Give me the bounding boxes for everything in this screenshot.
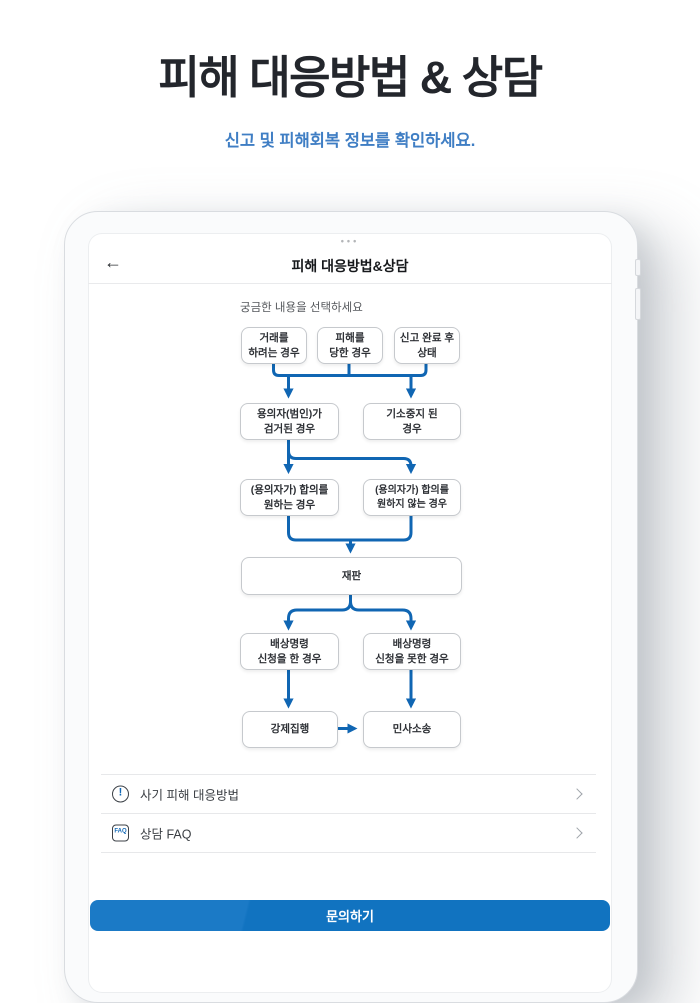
tablet-side-button-bottom <box>635 288 641 320</box>
flow-node-trial[interactable]: 재판 <box>241 557 462 595</box>
flow-node-no-settlement[interactable]: (용의자가) 합의를 원하지 않는 경우 <box>363 479 461 516</box>
flow-node-after-report-status[interactable]: 신고 완료 후 상태 <box>394 327 460 364</box>
faq-icon: FAQ <box>112 824 129 841</box>
list-item-faq[interactable]: FAQ 상담 FAQ <box>88 813 612 852</box>
inquiry-button[interactable]: 문의하기 <box>90 900 610 931</box>
divider <box>101 852 596 853</box>
flow-node-damaged-case[interactable]: 피해를 당한 경우 <box>317 327 383 364</box>
flow-node-transaction-case[interactable]: 거래를 하려는 경우 <box>241 327 307 364</box>
flowchart-prompt: 궁금한 내용을 선택하세요 <box>240 302 363 314</box>
tablet-side-button-top <box>635 259 641 276</box>
list-item-label: 상담 FAQ <box>140 827 192 841</box>
flow-node-wants-settlement[interactable]: (용의자가) 합의를 원하는 경우 <box>240 479 339 516</box>
flow-node-compensation-order-not-filed[interactable]: 배상명령 신청을 못한 경우 <box>363 633 461 670</box>
flow-node-compensation-order-filed[interactable]: 배상명령 신청을 한 경우 <box>240 633 339 670</box>
chevron-right-icon <box>571 826 583 839</box>
page-subtitle: 신고 및 피해회복 정보를 확인하세요. <box>224 132 476 150</box>
flow-node-compulsory-execution[interactable]: 강제집행 <box>242 711 338 748</box>
menu-dots-icon: ••• <box>340 236 360 246</box>
alert-circle-icon: ! <box>112 785 129 802</box>
chevron-right-icon <box>571 787 583 800</box>
page-title: 피해 대응방법 & 상담 <box>158 52 543 103</box>
app-header: ← 피해 대응방법&상담 <box>88 233 612 284</box>
flow-node-prosecution-suspended[interactable]: 기소중지 된 경우 <box>363 403 461 440</box>
list-item-label: 사기 피해 대응방법 <box>140 788 239 802</box>
list-item-fraud-response[interactable]: ! 사기 피해 대응방법 <box>88 774 612 813</box>
divider <box>101 774 596 775</box>
flow-node-suspect-arrested[interactable]: 용의자(범인)가 검거된 경우 <box>240 403 339 440</box>
back-arrow-icon[interactable]: ← <box>104 252 122 272</box>
app-header-title: 피해 대응방법&상담 <box>291 258 409 274</box>
app-screen: ••• ← 피해 대응방법&상담 궁금한 내용을 선택하세요 <box>88 233 612 993</box>
divider <box>101 813 596 814</box>
tablet-frame: ••• ← 피해 대응방법&상담 궁금한 내용을 선택하세요 <box>64 211 641 1003</box>
flow-node-civil-lawsuit[interactable]: 민사소송 <box>363 711 461 748</box>
